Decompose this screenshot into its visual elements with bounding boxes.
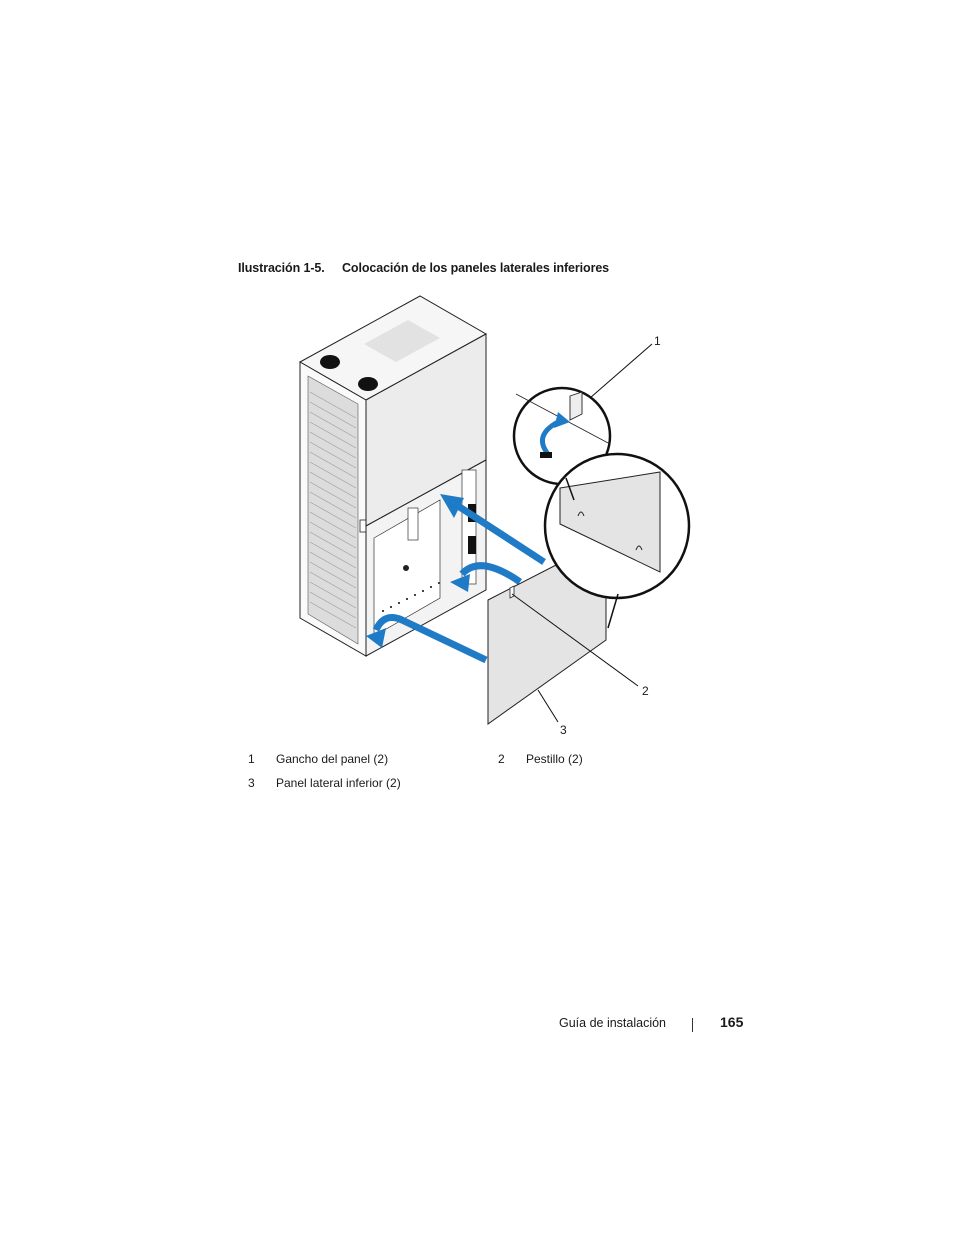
door-vent-slats xyxy=(309,391,357,629)
legend-item-text: Gancho del panel (2) xyxy=(276,752,389,766)
panel-hook xyxy=(509,585,515,599)
legend-item-text: Panel lateral inferior (2) xyxy=(276,776,401,790)
legend-item-number: 3 xyxy=(248,776,255,790)
callout-3: 3 xyxy=(560,723,567,737)
cable-hole-1 xyxy=(320,355,340,369)
footer-page-number: 165 xyxy=(720,1014,744,1030)
legend-item-text: Pestillo (2) xyxy=(526,752,583,766)
arrow-middle xyxy=(459,562,523,585)
door-handle xyxy=(359,519,367,533)
callout-2: 2 xyxy=(642,684,649,698)
figure-title: Colocación de los paneles laterales infe… xyxy=(342,261,610,275)
cable-hole-2 xyxy=(358,377,378,391)
rack-illustration: 1 2 3 xyxy=(290,292,700,740)
arrow-upper xyxy=(456,503,546,565)
legend-item-number: 1 xyxy=(248,752,255,766)
footer-separator xyxy=(692,1018,693,1032)
callout-1: 1 xyxy=(654,334,661,348)
figure-label: Ilustración 1-5. xyxy=(238,261,325,275)
lower-side-panel xyxy=(487,563,607,725)
callout-leaders xyxy=(511,343,653,723)
legend-item-number: 2 xyxy=(498,752,505,766)
insertion-arrows xyxy=(372,503,546,664)
rail-holes xyxy=(382,582,440,612)
rack-drawing xyxy=(298,295,691,725)
figure-caption: Ilustración 1-5. Colocación de los panel… xyxy=(238,261,609,275)
footer-guide-title: Guía de instalación xyxy=(559,1016,667,1030)
arrow-lower xyxy=(372,614,488,664)
